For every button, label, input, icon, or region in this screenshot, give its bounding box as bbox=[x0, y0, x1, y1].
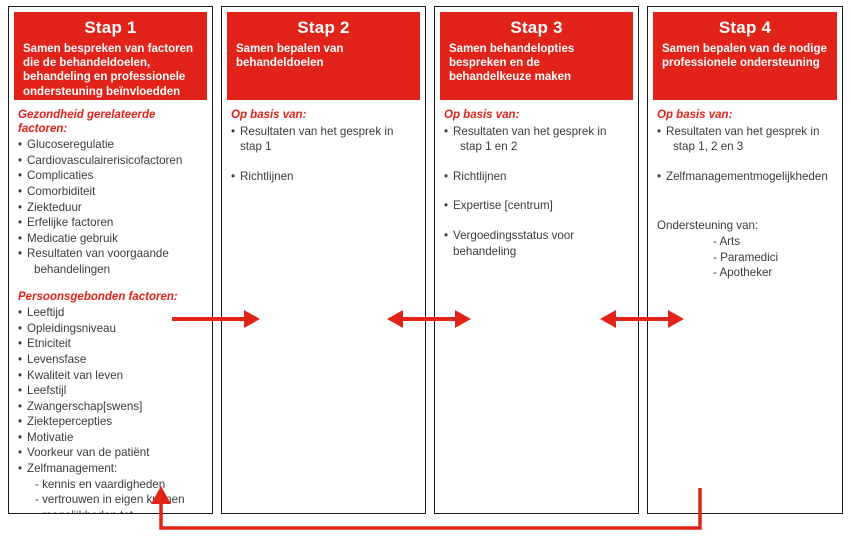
list-item: Vergoedingsstatus voor behandeling bbox=[444, 228, 630, 259]
step-title-stap-4: Stap 4 bbox=[718, 18, 772, 37]
step-column-stap-4: Stap 4 Samen bepalen van de nodige profe… bbox=[647, 6, 843, 514]
step-column-stap-1: Stap 1 Samen bespreken van factoren die … bbox=[8, 6, 213, 514]
basis-list-stap-3: Resultaten van het gesprek in stap 1 en … bbox=[444, 124, 630, 260]
list-item: Zelfmanagementmogelijkheden bbox=[657, 169, 834, 185]
list-item: Leeftijd bbox=[18, 305, 204, 321]
basis-list-stap-4: Resultaten van het gesprek in stap 1, 2 … bbox=[657, 124, 834, 185]
step-header-stap-4: Stap 4 Samen bepalen van de nodige profe… bbox=[653, 12, 837, 100]
sub-list-item: - vertrouwen in eigen kunnen bbox=[35, 493, 185, 507]
factor-list-persoonsgebonden: Leeftijd Opleidingsniveau Etniciteit Lev… bbox=[18, 305, 204, 513]
section-heading-op-basis-van: Op basis van: bbox=[444, 109, 520, 121]
sub-list-item: - mogelijkheden tot zelfontplooiing bbox=[18, 508, 204, 513]
list-item: Opleidingsniveau bbox=[18, 321, 204, 337]
step-column-stap-2: Stap 2 Samen bepalen van behandeldoelen … bbox=[221, 6, 426, 514]
list-item: Resultaten van het gesprek in bbox=[657, 124, 834, 140]
list-item: Resultaten van het gesprek in bbox=[444, 124, 630, 140]
list-item: Kwaliteit van leven bbox=[18, 368, 204, 384]
list-item: Complicaties bbox=[18, 168, 204, 184]
step-subtitle-stap-2: Samen bepalen van behandeldoelen bbox=[236, 43, 344, 70]
section-heading-persoonsgebonden: Persoonsgebonden factoren: bbox=[18, 290, 178, 303]
step-title-stap-1: Stap 1 bbox=[84, 18, 137, 37]
basis-list-stap-2: Resultaten van het gesprek in stap 1 Ric… bbox=[231, 124, 417, 185]
step-header-stap-2: Stap 2 Samen bepalen van behandeldoelen bbox=[227, 12, 420, 100]
list-item-continuation: behandelingen bbox=[34, 262, 111, 276]
spacer bbox=[657, 198, 834, 218]
list-item: Expertise [centrum] bbox=[444, 198, 630, 214]
list-item: Richtlijnen bbox=[444, 169, 630, 185]
list-item: Richtlijnen bbox=[231, 169, 417, 185]
list-item: Ziektepercepties bbox=[18, 414, 204, 430]
list-item: Levensfase bbox=[18, 352, 204, 368]
list-item: Etniciteit bbox=[18, 336, 204, 352]
list-item: Erfelijke factoren bbox=[18, 215, 204, 231]
step-body-stap-4: Op basis van: Resultaten van het gesprek… bbox=[648, 100, 842, 281]
list-item: Voorkeur van de patiënt bbox=[18, 445, 204, 461]
step-title-stap-2: Stap 2 bbox=[297, 18, 350, 37]
step-body-stap-2: Op basis van: Resultaten van het gesprek… bbox=[222, 100, 425, 184]
support-role-list: - Arts - Paramedici - Apotheker bbox=[657, 234, 834, 281]
step-title-stap-3: Stap 3 bbox=[510, 18, 563, 37]
list-item: Medicatie gebruik bbox=[18, 231, 204, 247]
section-heading-gezondheid: Gezondheid gerelateerde factoren: bbox=[18, 109, 156, 135]
factor-list-gezondheid: Glucoseregulatie Cardiovasculairerisicof… bbox=[18, 137, 204, 277]
list-item: - Arts bbox=[713, 234, 741, 248]
support-heading: Ondersteuning van: bbox=[657, 219, 759, 233]
section-heading-op-basis-van: Op basis van: bbox=[231, 109, 307, 121]
step-subtitle-stap-3: Samen behandelopties bespreken en de beh… bbox=[449, 43, 575, 84]
list-item: Comorbiditeit bbox=[18, 184, 204, 200]
list-item: Leefstijl bbox=[18, 383, 204, 399]
list-item: Resultaten van het gesprek in stap 1 bbox=[231, 124, 417, 155]
list-item: Glucoseregulatie bbox=[18, 137, 204, 153]
step-body-stap-3: Op basis van: Resultaten van het gesprek… bbox=[435, 100, 638, 259]
list-item: - Paramedici bbox=[713, 250, 779, 264]
step-subtitle-stap-1: Samen bespreken van factoren die de beha… bbox=[23, 43, 194, 98]
step-body-stap-1: Gezondheid gerelateerde factoren: Glucos… bbox=[9, 100, 212, 513]
list-item: - Apotheker bbox=[713, 266, 773, 280]
sub-list-item: - kennis en vaardigheden bbox=[35, 477, 166, 491]
list-item: Motivatie bbox=[18, 430, 204, 446]
list-item: Ziekteduur bbox=[18, 200, 204, 216]
list-item: Zwangerschap[swens] bbox=[18, 399, 204, 415]
list-item-continuation: stap 1 en 2 bbox=[460, 140, 518, 154]
step-header-stap-1: Stap 1 Samen bespreken van factoren die … bbox=[14, 12, 207, 100]
list-item: Zelfmanagement: bbox=[18, 461, 204, 477]
step-column-stap-3: Stap 3 Samen behandelopties bespreken en… bbox=[434, 6, 639, 514]
list-item: Cardiovasculairerisicofactoren bbox=[18, 153, 204, 169]
section-heading-op-basis-van: Op basis van: bbox=[657, 109, 733, 121]
list-item-continuation: stap 1, 2 en 3 bbox=[673, 140, 744, 154]
step-subtitle-stap-4: Samen bepalen van de nodige professionel… bbox=[662, 43, 827, 70]
step-header-stap-3: Stap 3 Samen behandelopties bespreken en… bbox=[440, 12, 633, 100]
list-item: Resultaten van voorgaande bbox=[18, 246, 204, 262]
